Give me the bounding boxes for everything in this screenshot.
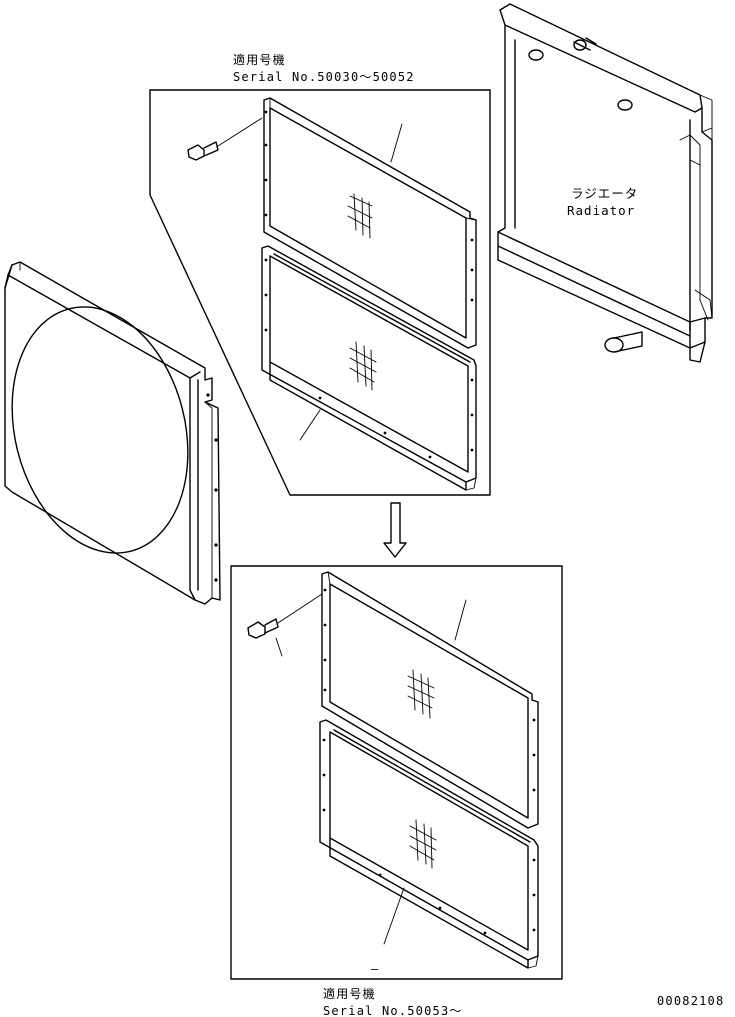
bottom-serial-label: Serial No.50053～ (323, 1004, 463, 1017)
bottom-bolt (247, 593, 323, 657)
bottom-callout-frame (230, 565, 563, 980)
fan-shroud (4, 261, 221, 605)
top-serial-label: Serial No.50030～50052 (233, 70, 415, 84)
top-applicable-label: 適用号機 (233, 52, 286, 67)
top-bolt (187, 117, 263, 161)
radiator-label-en: Radiator (567, 203, 635, 218)
drawing-number: 00082108 (657, 994, 724, 1008)
bottom-screen-upper (321, 571, 539, 829)
radiator (497, 3, 713, 363)
top-callout-frame (149, 89, 491, 496)
top-screen-lower (261, 245, 477, 491)
radiator-label-ja: ラジエータ (571, 186, 638, 201)
bottom-dash: – (371, 962, 379, 976)
bottom-applicable-label: 適用号機 (323, 986, 376, 1001)
bottom-screen-lower (319, 719, 539, 969)
top-screen-upper (263, 97, 477, 349)
down-arrow (383, 502, 407, 558)
